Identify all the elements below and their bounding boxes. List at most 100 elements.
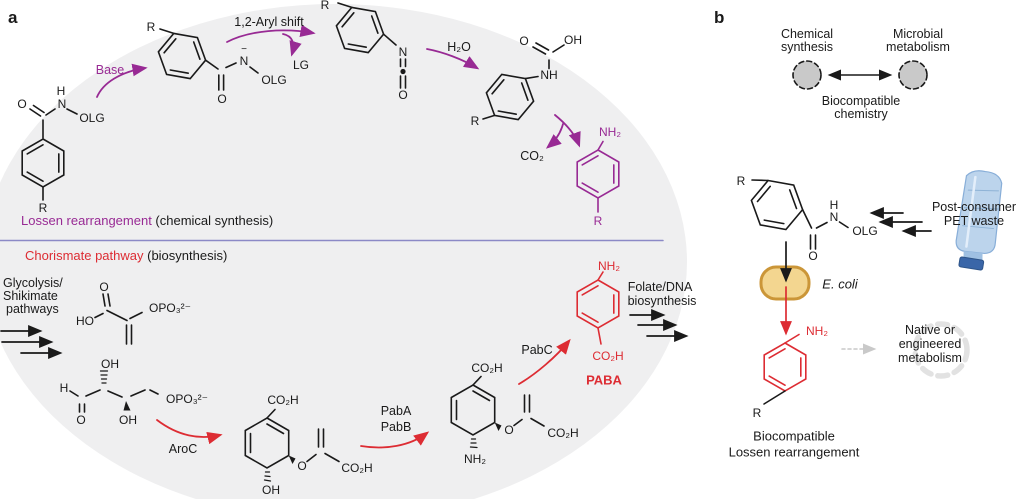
paba-enzyme-label: PabA: [380, 403, 412, 418]
native-metabolism-line-3: metabolism: [898, 350, 962, 365]
structure-hydroxamic-acid: [21, 104, 78, 201]
atom-minus-charge: −: [241, 44, 247, 55]
h2o-step-label: H₂O: [447, 39, 471, 54]
lossen-note: (chemical synthesis): [151, 213, 274, 228]
atom-o: O: [398, 88, 408, 102]
paba-name-label: PABA: [586, 372, 622, 388]
folate-line-2: biosynthesis: [627, 293, 697, 308]
atom-co2h: CO₂H: [341, 461, 373, 475]
atom-olg: OLG: [79, 111, 105, 125]
atom-o: O: [99, 280, 109, 294]
pabb-enzyme-label: PabB: [380, 419, 412, 434]
chemical-synthesis-line-2: synthesis: [780, 39, 834, 54]
atom-oh: OH: [262, 483, 280, 497]
atom-olg: OLG: [261, 73, 287, 87]
atom-o: O: [808, 249, 818, 263]
structure-hydroxamate-anion: [157, 28, 259, 91]
microbial-metabolism-line-1: Microbial: [892, 26, 944, 41]
atom-o: O: [519, 34, 529, 48]
native-metabolism-line-1: Native or: [904, 322, 956, 337]
native-metabolism-line-2: engineered: [898, 336, 962, 351]
atom-r: R: [146, 20, 156, 34]
atom-o: O: [217, 92, 227, 106]
base-step-label: Base: [95, 62, 125, 77]
atom-nh: NH: [540, 68, 558, 82]
leaving-group-label: LG: [292, 58, 310, 72]
atom-opo3: OPO₃²⁻: [149, 301, 191, 315]
atom-opo3: OPO₃²⁻: [166, 392, 208, 406]
atom-oh: OH: [564, 33, 582, 47]
biocompatible-chemistry-line-2: chemistry: [834, 106, 888, 121]
structure-aniline-red: [763, 333, 807, 405]
structure-carbamic-acid: [482, 42, 565, 121]
glycolysis-line-3: pathways: [6, 302, 59, 316]
lossen-heading: Lossen rearrangement (chemical synthesis…: [21, 214, 273, 227]
atom-co2h: CO₂H: [471, 361, 503, 375]
atom-co2h: CO₂H: [267, 393, 299, 407]
arrow-co2-release: [545, 114, 581, 149]
microbial-metabolism-line-2: metabolism: [886, 39, 950, 54]
atom-nh2: NH₂: [599, 125, 621, 139]
arrow-h2o: [426, 48, 480, 70]
arrow-base: [96, 63, 148, 98]
atom-oh: OH: [119, 413, 137, 427]
structure-isocyanate: [335, 2, 407, 89]
atom-o: O: [297, 459, 307, 473]
atom-h: H: [56, 84, 66, 98]
glycolysis-line-2: Shikimate: [3, 289, 58, 303]
atom-co2h: CO₂H: [592, 349, 624, 363]
atom-nh2: NH₂: [598, 259, 620, 273]
arrow-aroc: [156, 419, 223, 445]
metabolism-motif: [912, 321, 970, 379]
glycolysis-line-1: Glycolysis/: [3, 276, 63, 290]
structure-paba: [576, 271, 620, 345]
atom-r: R: [38, 201, 48, 215]
chemical-synthesis-line-1: Chemical: [780, 26, 834, 41]
atom-nh2: NH₂: [464, 452, 486, 466]
atom-h: H: [59, 381, 69, 395]
structure-e4p: [69, 370, 159, 413]
ecoli-label: E. coli: [822, 276, 858, 292]
atom-olg: OLG: [852, 224, 878, 238]
atom-n: N: [57, 97, 67, 111]
panel-b-label: b: [714, 8, 725, 27]
atom-co2h: CO₂H: [547, 426, 579, 440]
folate-line-1: Folate/DNA: [627, 279, 693, 294]
lossen-title: Lossen rearrangement: [21, 213, 152, 228]
biocompatible-lossen-line-2: Lossen rearrangement: [728, 444, 860, 460]
panel-a-label: a: [8, 8, 18, 27]
arrows-glycolysis: [0, 325, 63, 359]
atom-r: R: [320, 0, 330, 12]
arrow-paba-pabb: [360, 431, 430, 449]
microbial-metabolism-node: [898, 60, 928, 90]
biocompatible-lossen-line-1: Biocompatible: [753, 428, 835, 444]
atom-r: R: [470, 114, 480, 128]
co2-release-label: CO₂: [520, 148, 544, 163]
chemical-synthesis-node: [792, 60, 822, 90]
atom-nh2: NH₂: [806, 324, 828, 338]
structure-chorismate: [244, 408, 340, 482]
atom-n: N: [829, 210, 839, 224]
arrow-aryl-shift: [226, 24, 316, 57]
chorismate-title: Chorismate pathway: [25, 248, 144, 263]
biocompatible-chemistry-line-1: Biocompatible: [821, 93, 901, 108]
structure-pep: [94, 293, 143, 345]
ecoli-capsule-icon: [759, 265, 811, 301]
aryl-shift-step-label: 1,2-Aryl shift: [234, 14, 304, 29]
atom-r: R: [736, 174, 746, 188]
panel-a-background: [0, 4, 687, 499]
post-consumer-line-2: PET waste: [943, 213, 1005, 228]
arrows-folate: [629, 309, 689, 342]
atom-oh: OH: [101, 357, 119, 371]
atom-n: N: [398, 45, 408, 59]
atom-o: O: [76, 413, 86, 427]
chorismate-heading: Chorismate pathway (biosynthesis): [25, 249, 227, 262]
pet-bottle-icon: [955, 170, 1003, 271]
atom-r: R: [593, 214, 603, 228]
structure-hydroxamate-b: [750, 179, 849, 250]
post-consumer-line-1: Post-consumer: [931, 199, 1017, 214]
pabc-enzyme-label: PabC: [521, 342, 553, 357]
atom-o: O: [504, 423, 514, 437]
